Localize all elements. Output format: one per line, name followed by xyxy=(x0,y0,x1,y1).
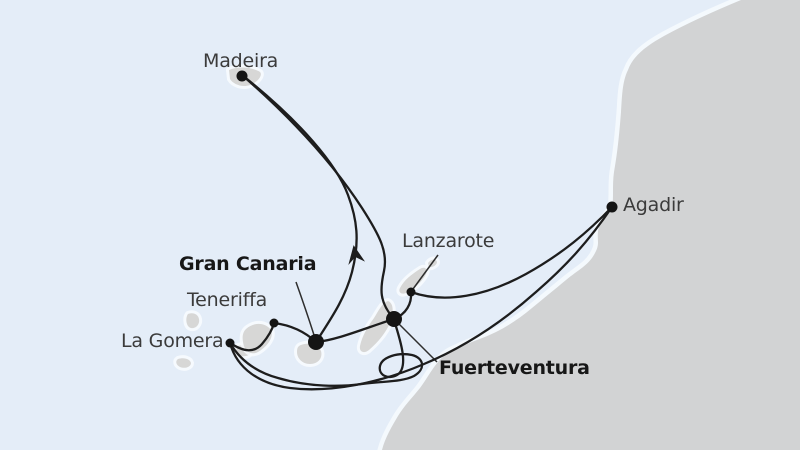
island-shape-tenerife xyxy=(239,320,275,357)
port-label-lanzarote: Lanzarote xyxy=(402,230,495,252)
port-dot-gran-canaria xyxy=(308,334,324,350)
leader-line-gran-canaria xyxy=(295,281,315,336)
port-label-la-gomera: La Gomera xyxy=(121,330,224,352)
port-dot-la-gomera xyxy=(225,338,235,348)
island-shape-la-palma xyxy=(183,310,203,332)
route-leg-agadir-to-la-gomera xyxy=(228,205,614,391)
port-label-madeira: Madeira xyxy=(203,50,279,72)
africa-landmass xyxy=(377,0,800,450)
leader-line-lanzarote xyxy=(412,254,439,290)
port-dot-agadir xyxy=(606,201,618,213)
route-lines xyxy=(228,73,614,391)
port-dot-fuerteventura xyxy=(386,311,402,327)
port-label-fuerteventura: Fuerteventura xyxy=(439,357,590,379)
port-dots xyxy=(225,70,618,350)
port-dot-madeira xyxy=(236,70,248,82)
direction-arrow-icon xyxy=(348,245,366,266)
port-label-teneriffa: Teneriffa xyxy=(187,289,268,311)
port-label-gran-canaria: Gran Canaria xyxy=(179,253,317,275)
leader-line-fuerteventura xyxy=(398,323,438,363)
island-shape-lanzarote xyxy=(396,264,430,297)
port-label-agadir: Agadir xyxy=(623,194,684,216)
route-leg-madeira-to-fuerteventura xyxy=(240,73,396,321)
route-leg-gran-canaria-to-madeira xyxy=(240,73,358,344)
port-dot-lanzarote xyxy=(406,287,416,297)
route-direction-arrow xyxy=(348,245,366,266)
route-leg-la-gomera-to-fuerteventura xyxy=(228,318,424,387)
island-shape-el-hierro xyxy=(173,355,194,371)
port-dot-teneriffa xyxy=(269,318,279,328)
route-leg-la-gomera-to-teneriffa xyxy=(228,321,276,352)
route-leg-lanzarote-to-agadir xyxy=(409,205,614,299)
label-leader-lines xyxy=(295,254,439,363)
